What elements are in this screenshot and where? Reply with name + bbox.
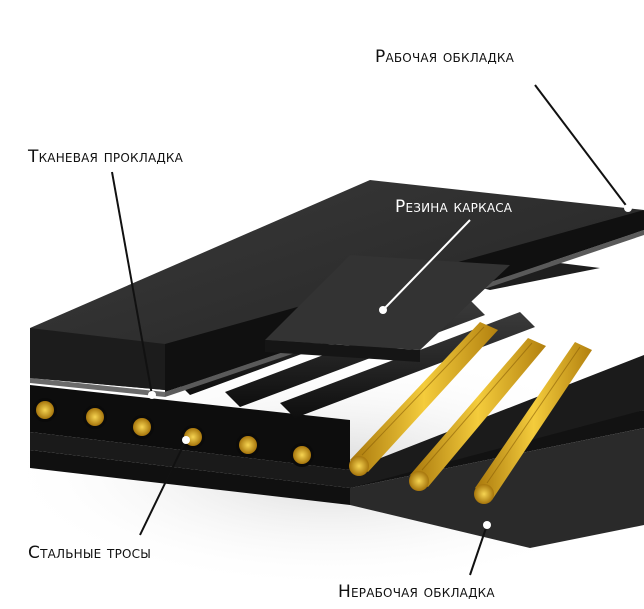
dot-marker — [148, 391, 156, 399]
leader-non-working-cover — [469, 524, 488, 576]
dot-marker — [624, 204, 632, 212]
leader-carcass-rubber — [382, 219, 471, 311]
label-carcass-rubber: Резина каркаса — [395, 197, 513, 217]
label-non-working-cover: Нерабочая обкладка — [338, 582, 495, 602]
leader-steel-cords — [139, 439, 187, 536]
steel-cords-exposed — [349, 322, 592, 504]
bottom-cover-edge — [30, 450, 350, 505]
leader-fabric-ply — [111, 171, 153, 396]
bottom-cover-front — [30, 432, 350, 488]
label-steel-cords: Стальные тросы — [28, 543, 152, 563]
carcass-rubber-top — [265, 255, 510, 350]
label-working-cover: Рабочая обкладка — [375, 47, 515, 67]
label-fabric-ply: Тканевая прокладка — [28, 147, 184, 167]
leader-working-cover — [534, 84, 629, 209]
dot-marker — [182, 436, 190, 444]
dot-marker — [483, 521, 491, 529]
fabric-ply-front — [30, 378, 165, 397]
top-cover-front — [30, 328, 165, 390]
dot-marker — [379, 306, 387, 314]
dot-marker-group — [148, 204, 632, 529]
cord-ends-front — [33, 398, 314, 467]
leader-lines — [111, 84, 629, 576]
carcass-rubber-front — [265, 340, 420, 362]
cord-bed — [350, 355, 644, 488]
